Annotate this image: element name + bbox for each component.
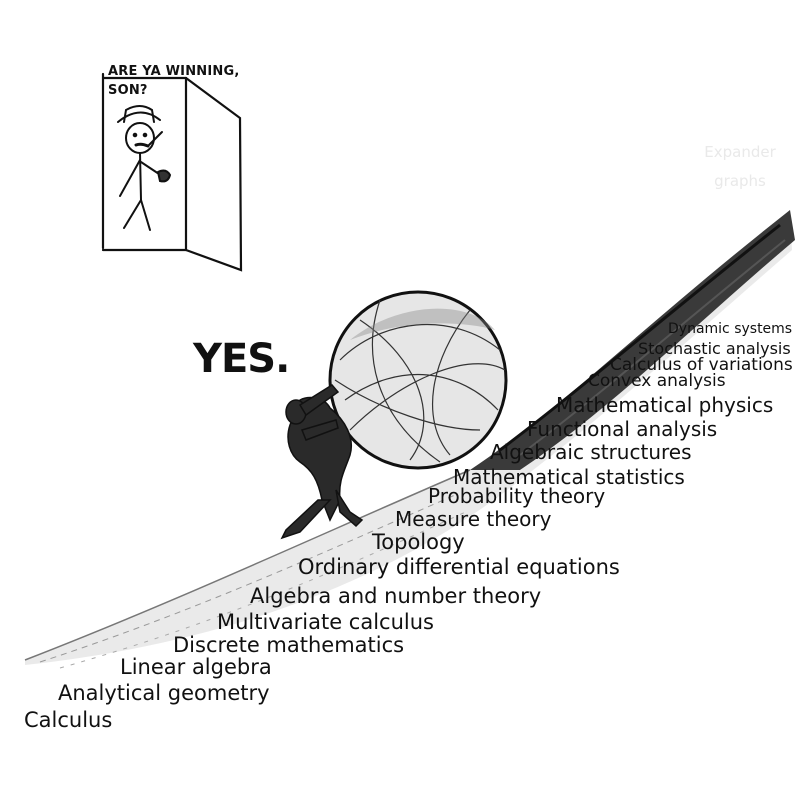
- topic-label: Topology: [372, 530, 465, 554]
- topic-label: Algebraic structures: [490, 440, 692, 464]
- comic-caption-line2: SON?: [108, 83, 148, 98]
- topic-label: Linear algebra: [120, 655, 272, 679]
- topic-label: Analytical geometry: [58, 681, 270, 705]
- comic-caption-line1: ARE YA WINNING,: [108, 64, 240, 79]
- topic-label: Mathematical physics: [556, 393, 774, 417]
- yes-reply: YES.: [193, 336, 290, 382]
- topic-label: Convex analysis: [588, 371, 726, 391]
- hill-slope: [24, 210, 795, 669]
- topic-label: Dynamic systems: [668, 321, 793, 337]
- topic-label: Algebra and number theory: [250, 584, 542, 608]
- faded-label-line2: graphs: [714, 172, 766, 190]
- topic-label: Measure theory: [395, 507, 552, 531]
- stick-figure-dad: [117, 105, 172, 231]
- topic-label: Calculus: [24, 708, 113, 732]
- topic-label: Mathematical statistics: [453, 465, 685, 489]
- boulder: [328, 290, 508, 470]
- faded-label-line1: Expander: [704, 143, 776, 161]
- topic-label: Calculus of variations: [610, 355, 793, 375]
- topic-label: Multivariate calculus: [217, 610, 434, 634]
- topic-label: Probability theory: [428, 484, 606, 508]
- topic-label: Stochastic analysis: [638, 339, 791, 358]
- sisyphus-figure: [280, 384, 364, 540]
- doorway-drawing: [101, 72, 243, 272]
- topic-label: Discrete mathematics: [173, 633, 405, 657]
- topic-label: Ordinary differential equations: [298, 555, 620, 579]
- topic-label: Functional analysis: [527, 417, 718, 441]
